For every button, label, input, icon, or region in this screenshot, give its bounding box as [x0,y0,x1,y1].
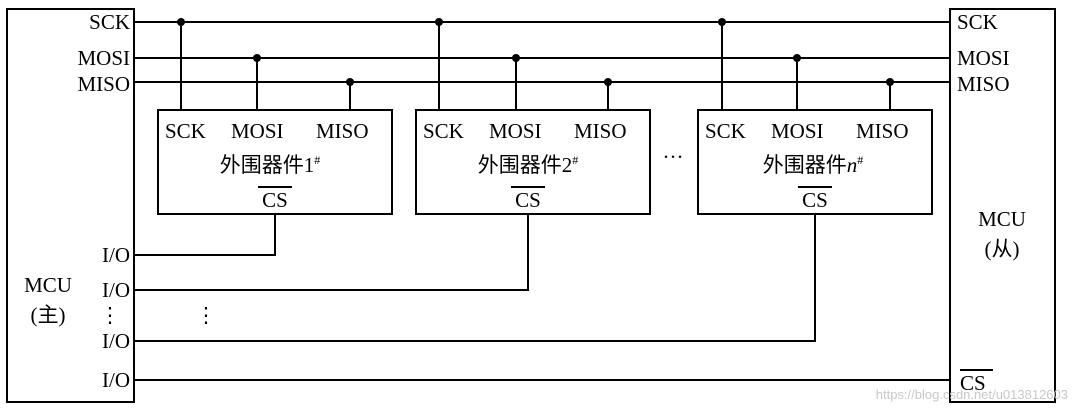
device-1-miso-junction [346,78,354,86]
device-1-mosi-junction [253,54,261,62]
device-2-cs-pin: CS [515,188,541,212]
device-n-miso-pin: MISO [856,119,909,143]
cs-wire-device-n [134,214,816,342]
device-1-name-suffix: # [314,153,320,167]
device-2-miso-pin: MISO [574,119,627,143]
device-2-name-text: 外围器件2 [478,153,573,177]
master-mosi-label: MOSI [77,46,130,70]
device-2-name: 外围器件2# [478,153,579,177]
device-1-mosi-pin: MOSI [231,119,284,143]
device-n-sck-junction [718,18,726,26]
io-gap-ellipsis: ⋮ [196,303,217,327]
device-1-name-text: 外围器件1 [220,153,315,177]
devices-ellipsis: ··· [663,145,684,169]
slave-mcu-box [949,8,1056,403]
device-n-cs-pin: CS [802,188,828,212]
device-2-mosi-pin: MOSI [489,119,542,143]
cs-wire-device-2 [134,214,529,291]
master-io-label-3: I/O [102,329,130,353]
device-n-name: 外围器件n# [763,153,864,177]
device-n-mosi-junction [793,54,801,62]
device-2-name-suffix: # [572,153,578,167]
master-mcu-box [6,8,135,403]
device-1-sck-junction [177,18,185,26]
peripheral-device-2-box [415,109,651,215]
master-mcu-role: (主) [31,303,66,327]
device-2-mosi-junction [512,54,520,62]
master-io-ellipsis: ⋮ [100,303,121,327]
device-1-miso-pin: MISO [316,119,369,143]
cs-wire-device-1 [134,214,276,256]
master-sck-label: SCK [89,10,130,34]
slave-cs-label: CS [960,371,986,395]
device-1-cs-pin: CS [262,188,288,212]
master-io-label-4: I/O [102,368,130,392]
device-n-sck-pin: SCK [705,119,746,143]
device-2-sck-pin: SCK [423,119,464,143]
slave-sck-label: SCK [957,10,998,34]
device-n-mosi-pin: MOSI [771,119,824,143]
master-io-label-2: I/O [102,278,130,302]
device-2-miso-junction [604,78,612,86]
device-n-name-text: 外围器件 [763,153,847,177]
master-mcu-label: MCU [24,273,72,297]
slave-mcu-label: MCU [978,207,1026,231]
device-1-sck-pin: SCK [165,119,206,143]
peripheral-device-1-box [157,109,393,215]
device-n-miso-junction [886,78,894,86]
slave-mosi-label: MOSI [957,46,1010,70]
slave-miso-label: MISO [957,72,1010,96]
device-2-sck-junction [435,18,443,26]
device-n-name-index: n [847,153,858,177]
master-io-label-1: I/O [102,243,130,267]
master-miso-label: MISO [77,72,130,96]
device-n-name-suffix: # [857,153,863,167]
device-1-name: 外围器件1# [220,153,321,177]
slave-mcu-role: (从) [985,237,1020,261]
watermark-text: https://blog.csdn.net/u013812603 [876,387,1068,402]
